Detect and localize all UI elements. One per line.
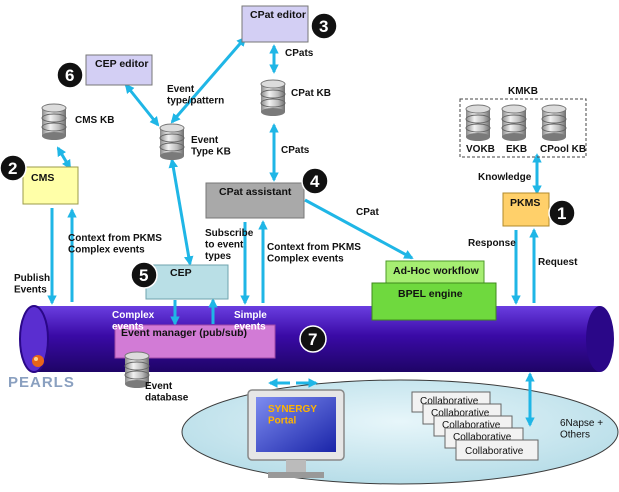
cms-kb-database-icon bbox=[41, 103, 67, 141]
collaborative-label-4: Collaborative bbox=[453, 432, 512, 443]
cep-editor-label: CEP editor bbox=[95, 58, 148, 70]
collaborative-label-1: Collaborative bbox=[420, 396, 479, 407]
cpat-label: CPat bbox=[356, 207, 379, 218]
badge-5-number: 5 bbox=[139, 266, 148, 285]
pearls-label: PEARLS bbox=[8, 374, 75, 391]
ekb-label: EKB bbox=[506, 144, 527, 155]
bpel-engine-label: BPEL engine bbox=[398, 288, 463, 300]
cpat-kb-label: CPat KB bbox=[291, 88, 331, 99]
badge-7: 7 bbox=[299, 325, 327, 353]
cep-node: CEP bbox=[145, 264, 229, 300]
synergy-portal-monitor-icon bbox=[247, 389, 345, 478]
cep-editor-node: CEP editor bbox=[85, 54, 153, 86]
collaborative-label-2: Collaborative bbox=[431, 408, 490, 419]
ekb-database-icon bbox=[501, 104, 527, 142]
cpats-top-label: CPats bbox=[285, 48, 314, 59]
badge-5: 5 bbox=[130, 261, 158, 289]
cpool-kb-database-icon bbox=[541, 104, 567, 142]
cep-label: CEP bbox=[170, 267, 192, 279]
adhoc-workflow-label: Ad-Hoc workflow bbox=[393, 265, 480, 277]
badge-2-number: 2 bbox=[8, 159, 17, 178]
cms-kb-label: CMS KB bbox=[75, 115, 114, 126]
cms-label: CMS bbox=[31, 172, 54, 184]
cpat-assistant-node: CPat assistant bbox=[205, 182, 305, 219]
cpat-editor-label: CPat editor bbox=[250, 9, 306, 21]
vokb-database-icon bbox=[465, 104, 491, 142]
badge-6: 6 bbox=[56, 61, 84, 89]
badge-3-number: 3 bbox=[319, 17, 328, 36]
request-label: Request bbox=[538, 257, 578, 268]
vokb-label: VOKB bbox=[466, 144, 495, 155]
kmkb-group: KMKB bbox=[459, 86, 587, 158]
cpats-mid-label: CPats bbox=[281, 145, 310, 156]
adhoc-workflow-node: Ad-Hoc workflow bbox=[385, 260, 485, 284]
cms-node: CMS bbox=[22, 166, 79, 205]
badge-7-number: 7 bbox=[308, 330, 317, 349]
pkms-node: PKMS bbox=[502, 192, 550, 227]
response-label: Response bbox=[468, 238, 516, 249]
collaborative-label-3: Collaborative bbox=[442, 420, 501, 431]
others-label: 6Napse +Others bbox=[560, 418, 603, 441]
badge-6-number: 6 bbox=[65, 66, 74, 85]
event-type-kb-database-icon bbox=[159, 123, 185, 161]
knowledge-label: Knowledge bbox=[478, 172, 532, 183]
pearls-logo: PEARLS bbox=[8, 355, 75, 391]
connectors bbox=[47, 36, 542, 427]
badge-4-number: 4 bbox=[310, 172, 320, 191]
kmkb-label: KMKB bbox=[508, 86, 538, 97]
badge-1-number: 1 bbox=[557, 204, 566, 223]
bpel-engine-node: BPEL engine bbox=[371, 282, 497, 321]
event-manager-label: Event manager (pub/sub) bbox=[121, 327, 247, 339]
collaborative-label-5: Collaborative bbox=[465, 446, 524, 457]
badge-1: 1 bbox=[548, 199, 576, 227]
badge-3: 3 bbox=[310, 12, 338, 40]
cpool-kb-label: CPool KB bbox=[540, 144, 586, 155]
collaborative-stack: Collaborative Collaborative Collaborativ… bbox=[411, 391, 539, 461]
badge-4: 4 bbox=[301, 167, 329, 195]
cpat-editor-node: CPat editor bbox=[241, 5, 309, 43]
cpat-assistant-label: CPat assistant bbox=[219, 186, 292, 198]
badge-2: 2 bbox=[0, 154, 27, 182]
pkms-label: PKMS bbox=[510, 197, 540, 209]
cpat-kb-database-icon bbox=[260, 79, 286, 117]
